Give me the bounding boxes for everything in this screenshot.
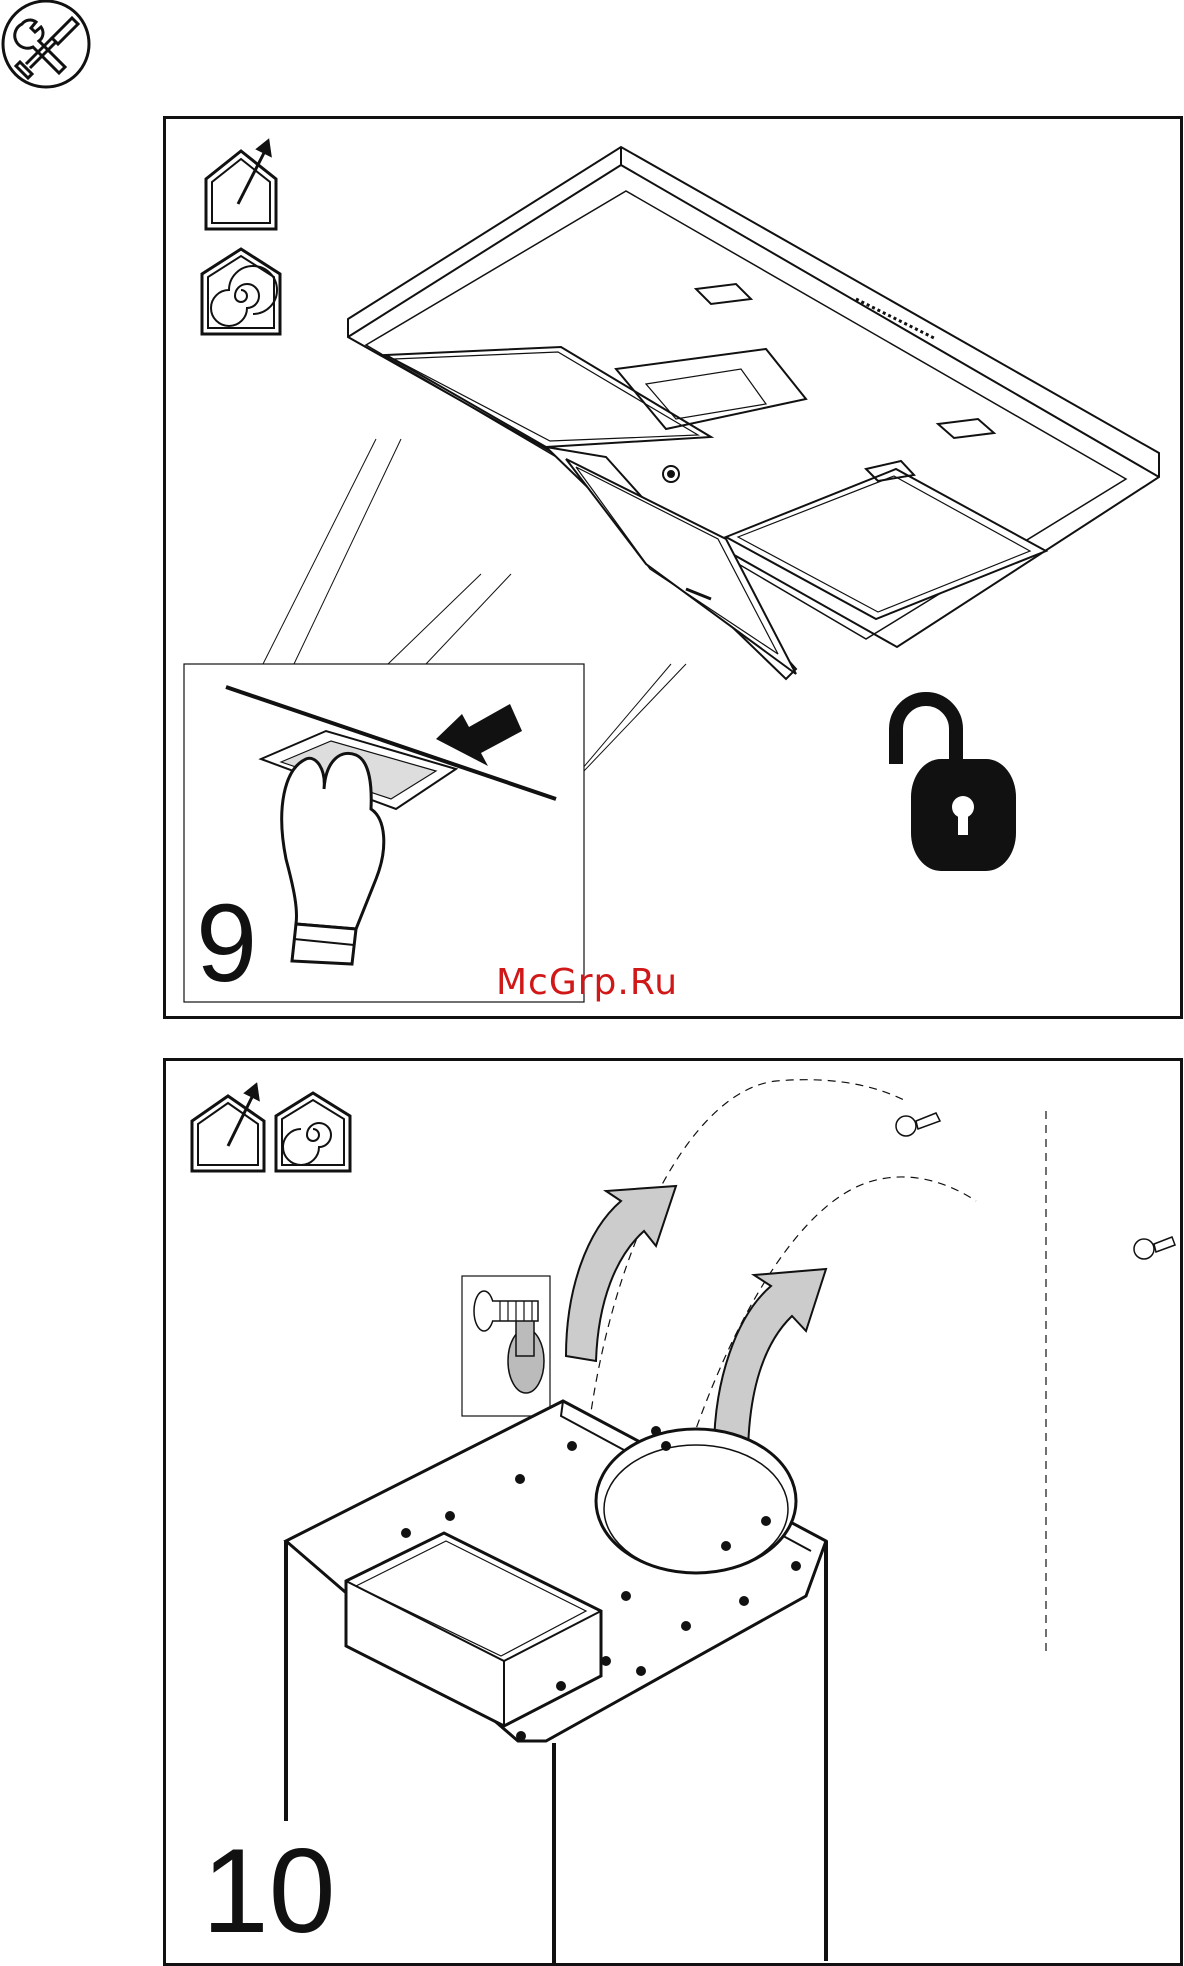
extraction-mode-icon — [192, 1085, 264, 1171]
hood-illustration — [348, 147, 1159, 679]
step-10-panel: 10 — [163, 1058, 1183, 1966]
unlock-padlock-icon — [896, 699, 1016, 871]
step-number: 9 — [196, 889, 257, 999]
lift-arrow-icon — [566, 1186, 676, 1361]
step-number: 10 — [202, 1831, 335, 1951]
step-9-panel: 9 — [163, 116, 1183, 1019]
tools-icon — [0, 0, 96, 96]
screw-icon — [896, 1113, 940, 1136]
screw-keyhole-icon — [462, 1276, 550, 1416]
recirculation-mode-icon — [276, 1093, 350, 1171]
extraction-mode-icon — [206, 141, 276, 229]
screw-icon — [1134, 1237, 1175, 1259]
lift-arrow-icon — [714, 1269, 826, 1459]
recirculation-mode-icon — [202, 249, 280, 334]
motor-unit-illustration — [286, 1401, 826, 1963]
watermark-text: McGrp.Ru — [496, 962, 678, 1003]
